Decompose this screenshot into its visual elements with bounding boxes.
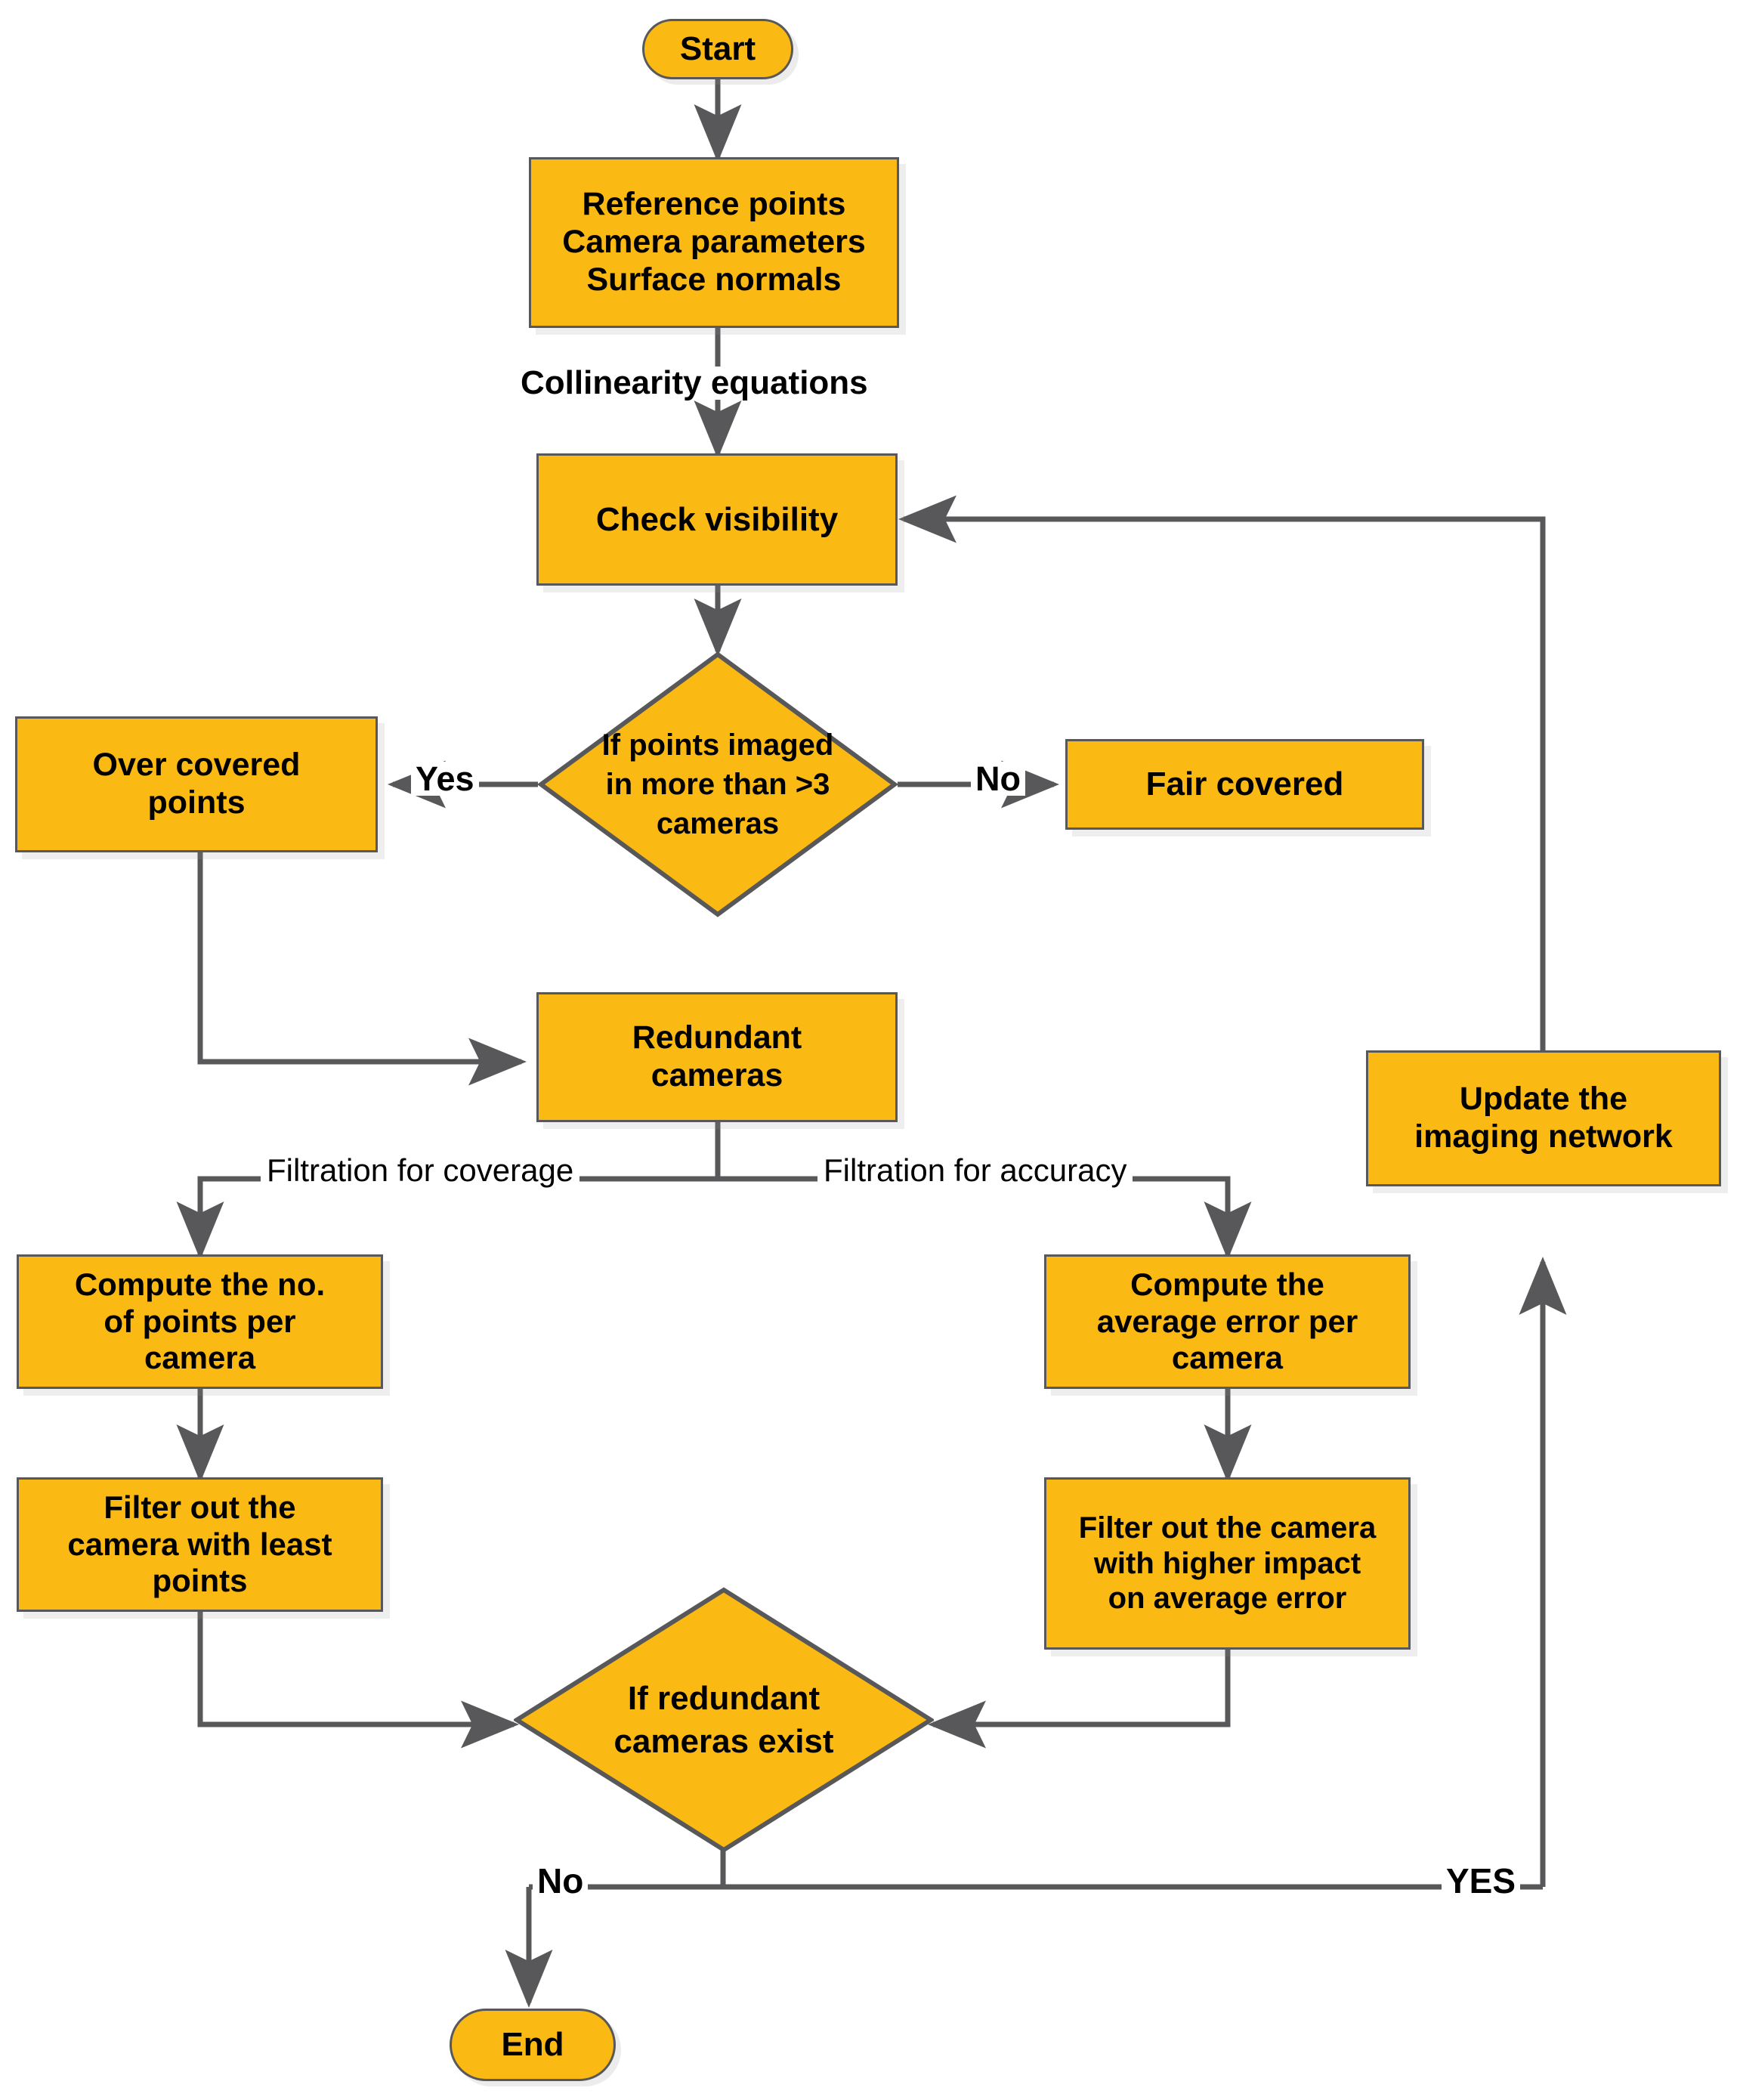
edge-label-yes-overcovered: Yes: [411, 762, 479, 796]
edge-overcovered-to-redundant: [197, 852, 527, 1086]
edge-label-filtration-coverage: Filtration for coverage: [261, 1155, 580, 1186]
node-decision-redundant-cameras-exist[interactable]: If redundant cameras exist: [514, 1587, 934, 1853]
node-compute-average-error[interactable]: Compute the average error per camera: [1044, 1254, 1411, 1389]
node-update-imaging-network-label: Update the imaging network: [1414, 1081, 1673, 1155]
node-check-visibility[interactable]: Check visibility: [536, 453, 898, 586]
edge-label-no-faircovered: No: [971, 762, 1025, 796]
node-compute-points-per-camera-label: Compute the no. of points per camera: [74, 1266, 326, 1376]
node-inputs[interactable]: Reference points Camera parameters Surfa…: [529, 157, 899, 328]
edge-filterimpact-to-decision2: [928, 1650, 1231, 1749]
diamond-shape: [538, 651, 898, 917]
node-redundant-cameras[interactable]: Redundant cameras: [536, 992, 898, 1122]
node-fair-covered[interactable]: Fair covered: [1065, 739, 1424, 830]
edge-label-filtration-accuracy: Filtration for accuracy: [817, 1155, 1133, 1186]
node-filter-least-points[interactable]: Filter out the camera with least points: [17, 1477, 383, 1612]
node-check-visibility-label: Check visibility: [595, 500, 839, 538]
edge-label-no-end: No: [533, 1863, 589, 1898]
node-filter-higher-impact[interactable]: Filter out the camera with higher impact…: [1044, 1477, 1411, 1650]
node-compute-average-error-label: Compute the average error per camera: [1096, 1266, 1358, 1376]
node-start[interactable]: Start: [642, 19, 793, 79]
node-decision-redundant-cameras-exist-label: If redundant cameras exist: [613, 1679, 834, 1760]
node-filter-higher-impact-label: Filter out the camera with higher impact…: [1078, 1511, 1377, 1616]
node-decision-points-imaged[interactable]: If points imaged in more than >3 cameras: [538, 651, 898, 917]
edge-label-collinearity: Collinearity equations: [516, 366, 873, 400]
node-decision-points-imaged-label: If points imaged in more than >3 cameras: [601, 728, 834, 840]
node-start-label: Start: [679, 30, 756, 68]
node-update-imaging-network[interactable]: Update the imaging network: [1366, 1050, 1721, 1186]
node-redundant-cameras-label: Redundant cameras: [632, 1019, 802, 1093]
node-end[interactable]: End: [450, 2009, 616, 2081]
edge-label-yes-loop: YES: [1442, 1863, 1521, 1898]
diamond-shape-2: [514, 1587, 934, 1853]
node-filter-least-points-label: Filter out the camera with least points: [67, 1489, 332, 1599]
node-inputs-label: Reference points Camera parameters Surfa…: [562, 186, 866, 298]
node-end-label: End: [501, 2026, 564, 2064]
node-over-covered-points-label: Over covered points: [92, 747, 301, 821]
edge-branch-bar-left: [176, 1176, 718, 1260]
edge-branch-bar-right: [718, 1176, 1252, 1260]
node-over-covered-points[interactable]: Over covered points: [15, 716, 378, 852]
node-compute-points-per-camera[interactable]: Compute the no. of points per camera: [17, 1254, 383, 1389]
edge-filterleast-to-decision2: [197, 1612, 519, 1749]
node-fair-covered-label: Fair covered: [1145, 765, 1344, 803]
